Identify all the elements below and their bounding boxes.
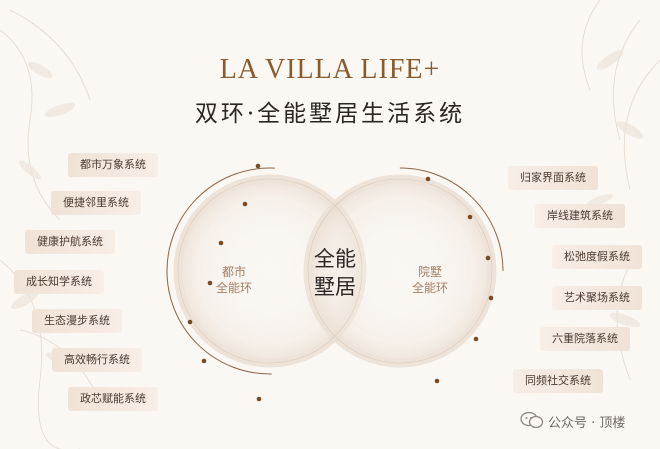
ring-right-edge [307,178,493,364]
title-chinese: 双环·全能墅居生活系统 [194,101,466,127]
watermark-text: 公众号 · 顶楼 [548,416,626,431]
center-label-line1: 全能 [314,247,356,271]
connector-dot [207,280,213,286]
left-system-tag: 健康护航系统 [25,230,115,254]
right-ring-label-line2: 全能环 [411,281,448,295]
left-ring-label-line1: 都市 [221,265,246,279]
right-system-tag: 归家界面系统 [508,166,598,190]
left-system-tag: 生态漫步系统 [32,309,122,333]
right-ring-label: 院墅 全能环 [400,264,460,296]
center-label: 全能 墅居 [300,245,370,301]
connector-dot [485,255,491,261]
left-system-tag: 高效畅行系统 [52,348,142,372]
connector-dot [434,378,440,384]
ring-left-edge [177,178,363,364]
right-ring-label-line1: 院墅 [417,265,442,279]
connector-dot [425,176,431,182]
left-system-tag: 便捷邻里系统 [51,191,141,215]
connector-dot [255,163,261,169]
right-system-tag: 岸线建筑系统 [535,204,625,228]
connector-dot [218,240,224,246]
right-system-tag: 同频社交系统 [513,369,603,393]
left-system-tag: 政芯赋能系统 [68,387,158,411]
connector-dot [242,201,248,207]
outer-arc-right [296,167,504,375]
right-system-tag: 艺术聚场系统 [552,286,642,310]
connector-dot [201,358,207,364]
title-english: LA VILLA LIFE+ [219,54,441,85]
outer-arc-left [166,167,374,375]
connector-dot [187,319,193,325]
center-label-line2: 墅居 [314,275,356,299]
left-ring-label: 都市 全能环 [204,264,264,296]
left-system-tag: 都市万象系统 [68,153,158,177]
left-ring-label-line2: 全能环 [215,281,252,295]
wechat-icon [520,411,544,429]
connector-dot [467,214,473,220]
connector-dot [256,396,262,402]
connector-dot [473,336,479,342]
connector-dot [488,295,494,301]
left-system-tag: 成长知学系统 [14,270,104,294]
right-system-tag: 松弛度假系统 [552,245,642,269]
right-system-tag: 六重院落系统 [540,327,630,351]
